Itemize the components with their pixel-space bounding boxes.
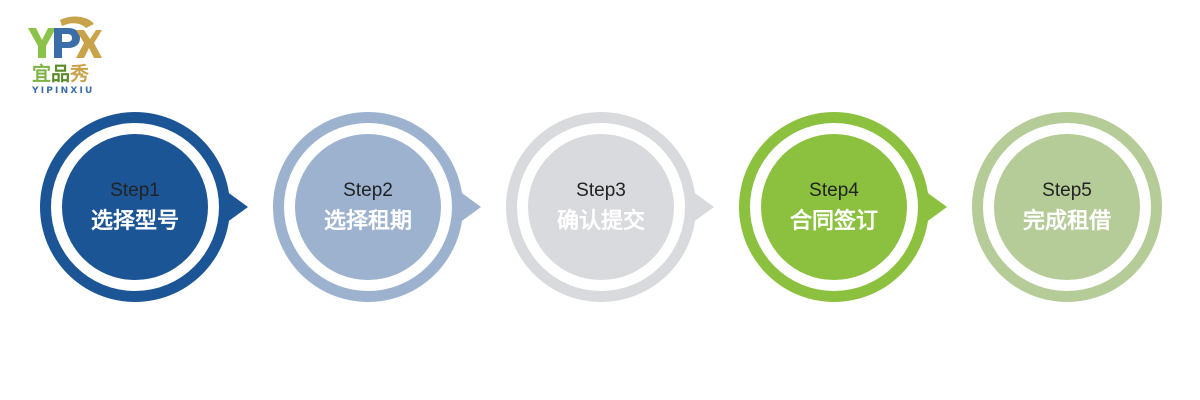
step-3-circle [528, 134, 674, 280]
step-2: Step2 选择租期 [273, 112, 481, 302]
step-2-title: 选择租期 [323, 209, 412, 234]
logo-mark-icon [28, 16, 102, 58]
step-5: Step5 完成租借 [972, 112, 1162, 302]
step-3-arrow-icon [692, 191, 714, 223]
step-1-number: Step1 [110, 180, 160, 201]
step-5-circle [994, 134, 1140, 280]
step-1-circle [62, 134, 208, 280]
step-2-circle [295, 134, 441, 280]
step-1-arrow-icon [226, 191, 248, 223]
step-4-arrow-icon [925, 191, 947, 223]
step-4: Step4 合同签订 [739, 112, 947, 302]
logo-chinese-name: 宜品秀 [32, 64, 89, 84]
step-5-title: 完成租借 [1022, 209, 1111, 234]
step-2-arrow-icon [459, 191, 481, 223]
brand-logo: 宜品秀 YIPINXIU [24, 14, 114, 98]
step-3: Step3 确认提交 [506, 112, 714, 302]
step-3-number: Step3 [576, 180, 626, 201]
step-4-number: Step4 [809, 180, 859, 201]
logo-char-1: 宜 [32, 63, 52, 85]
step-2-number: Step2 [343, 180, 393, 201]
step-5-number: Step5 [1042, 180, 1092, 201]
logo-char-2: 品 [51, 63, 71, 85]
step-4-circle [761, 134, 907, 280]
step-1: Step1 选择型号 [40, 112, 248, 302]
logo-subtitle: YIPINXIU [32, 86, 95, 96]
logo-char-3: 秀 [70, 63, 90, 85]
step-3-title: 确认提交 [556, 209, 645, 234]
step-4-title: 合同签订 [789, 209, 878, 234]
step-1-title: 选择型号 [90, 209, 179, 234]
